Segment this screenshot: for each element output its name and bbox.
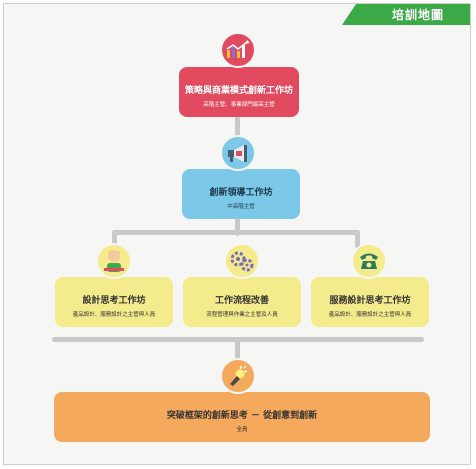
training-map-tag: 培訓地圖 <box>342 4 470 25</box>
design-thinking-title: 設計思考工作坊 <box>82 296 146 306</box>
design-thinking-audience: 產品設計、服務設計之主管與人員 <box>72 312 156 318</box>
workflow-improvement-box: 工作流程改善 流程管理與作業之主管及人員 <box>183 277 301 327</box>
strategy-workshop-title: 策略與商業模式創新工作坊 <box>184 86 293 96</box>
connector-l3-left <box>112 230 117 248</box>
person-icon <box>96 243 132 279</box>
breakthrough-thinking-title: 突破框架的創新思考 － 從創意到創新 <box>166 411 318 421</box>
connector-3-4 <box>235 337 240 365</box>
service-design-audience: 產品設計、服務設計之主管與人員 <box>328 312 412 318</box>
lightbulb-icon <box>220 358 256 394</box>
innovation-leadership-title: 創新領導工作坊 <box>209 188 273 198</box>
telephone-icon <box>351 243 387 279</box>
workflow-improvement-title: 工作流程改善 <box>214 296 269 306</box>
connector-2-split <box>235 216 240 236</box>
training-map: 培訓地圖 策略與商業模式創新工作坊 高階主管、事業部門最高主管 創新領導工作坊 … <box>3 3 471 465</box>
innovation-leadership-audience: 中高階主管 <box>227 204 255 210</box>
strategy-workshop-box: 策略與商業模式創新工作坊 高階主管、事業部門最高主管 <box>179 67 299 117</box>
gears-icon <box>224 243 260 279</box>
strategy-workshop-audience: 高階主管、事業部門最高主管 <box>203 102 275 108</box>
design-thinking-box: 設計思考工作坊 產品設計、服務設計之主管與人員 <box>55 277 173 327</box>
service-design-box: 服務設計思考工作坊 產品設計、服務設計之主管與人員 <box>311 277 429 327</box>
service-design-title: 服務設計思考工作坊 <box>329 296 411 306</box>
bar-chart-icon <box>220 32 256 68</box>
workflow-improvement-audience: 流程管理與作業之主管及人員 <box>206 312 278 318</box>
connector-l3-right <box>355 230 360 248</box>
branch-bar-top <box>112 230 360 235</box>
megaphone-icon <box>220 135 256 171</box>
innovation-leadership-box: 創新領導工作坊 中高階主管 <box>182 169 300 219</box>
training-map-label: 培訓地圖 <box>391 8 444 22</box>
breakthrough-thinking-box: 突破框架的創新思考 － 從創意到創新 全員 <box>54 392 430 442</box>
breakthrough-thinking-audience: 全員 <box>236 427 248 433</box>
